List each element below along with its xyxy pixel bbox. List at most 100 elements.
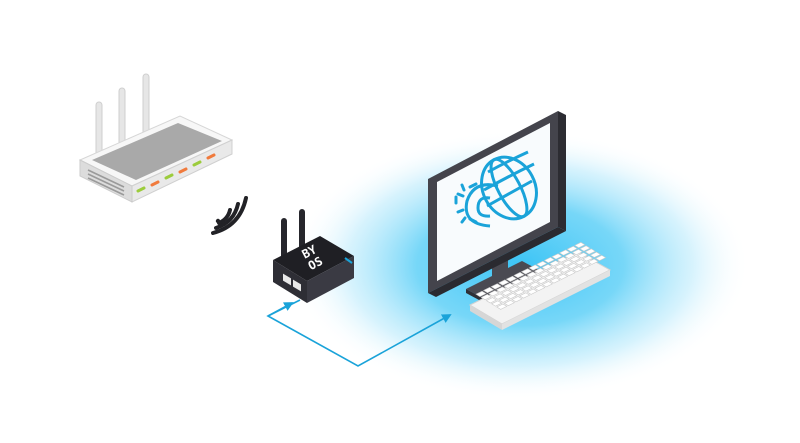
keyboard-key: [564, 269, 576, 276]
keyboard-key: [543, 257, 556, 264]
keyboard-key: [549, 277, 561, 284]
keyboard-key: [498, 279, 510, 286]
keyboard-key: [500, 289, 513, 296]
monitor-bezel-bottom: [428, 227, 566, 297]
keyboard-key: [554, 263, 566, 270]
keyboard-key: [536, 277, 548, 285]
keyboard-side: [502, 270, 610, 330]
keyboard: [468, 242, 612, 330]
keyboard-key: [495, 286, 508, 293]
keyboard-key: [485, 297, 498, 304]
keyboard-key: [574, 259, 586, 266]
keyboard-key: [569, 256, 581, 263]
keyboard-key: [571, 249, 584, 256]
keyboard-key: [523, 278, 536, 285]
keyboard-key: [526, 288, 538, 295]
keyboard-key: [490, 300, 503, 307]
keyboard-key: [594, 254, 607, 261]
keyboard-key: [534, 284, 546, 291]
keyboard-key: [587, 258, 599, 265]
gateway-label-top: BY: [300, 242, 320, 262]
keyboard-key: [561, 259, 574, 266]
keyboard-key: [503, 282, 515, 289]
keyboard-key: [506, 292, 518, 300]
keyboard-key: [521, 285, 533, 292]
keyboard-key: [589, 251, 602, 258]
router-led: [178, 167, 188, 174]
wifi-router: [78, 73, 234, 203]
cable-start-arrow: [267, 302, 294, 317]
router-leds: [136, 153, 216, 193]
keyboard-keys: [475, 242, 607, 310]
gateway-top: [273, 236, 354, 281]
gear-globe-icon: [454, 150, 538, 228]
keyboard-key: [541, 264, 553, 271]
keyboard-key: [582, 255, 594, 262]
wifi-signal-icon: [211, 196, 248, 235]
keyboard-front: [470, 305, 502, 330]
keyboard-key: [528, 264, 540, 271]
router-led: [150, 180, 160, 187]
keyboard-key: [551, 270, 564, 277]
router-led: [206, 153, 216, 160]
byos-gateway-device: BY OS: [273, 209, 354, 303]
keyboard-key: [536, 260, 548, 267]
gateway-side: [307, 256, 354, 303]
keyboard-key: [566, 262, 579, 270]
keyboard-key: [533, 267, 546, 274]
keyboard-key: [526, 271, 538, 278]
router-side: [79, 159, 133, 203]
router-vent-strip: [92, 123, 222, 180]
router-antennas: [95, 73, 150, 159]
monitor-bezel-edge: [558, 111, 566, 231]
keyboard-key: [556, 256, 568, 263]
router-led: [164, 173, 174, 180]
router-led: [192, 160, 202, 167]
gateway-ethernet-port: [293, 279, 301, 292]
keyboard-key: [566, 245, 578, 252]
keyboard-key: [559, 266, 571, 273]
keyboard-key: [548, 260, 561, 267]
keyboard-key: [496, 303, 508, 310]
gateway-accent-edge: [344, 257, 353, 264]
keyboard-key: [551, 253, 563, 260]
keyboard-key: [579, 245, 591, 252]
keyboard-key: [513, 272, 525, 279]
keyboard-key: [579, 262, 592, 269]
keyboard-key: [574, 242, 586, 249]
gateway-antenna: [281, 218, 287, 260]
keyboard-key: [490, 283, 502, 290]
keyboard-key: [498, 296, 510, 303]
keyboard-key: [503, 299, 516, 306]
keyboard-key: [513, 289, 526, 296]
keyboard-key: [572, 266, 584, 273]
keyboard-key: [544, 274, 556, 281]
gateway-ethernet-port: [283, 273, 291, 286]
keyboard-key: [528, 281, 541, 288]
router-side-vents: [87, 169, 125, 196]
keyboard-key: [510, 279, 523, 286]
router-led: [136, 186, 146, 193]
keyboard-key: [558, 249, 571, 256]
keyboard-key: [493, 293, 505, 300]
keyboard-key: [556, 273, 569, 280]
keyboard-key: [531, 274, 543, 281]
keyboard-key: [564, 252, 576, 259]
keyboard-key: [505, 275, 518, 282]
keyboard-key: [482, 287, 495, 294]
keyboard-key: [576, 252, 589, 259]
keyboard-key: [475, 290, 487, 297]
keyboard-key: [584, 248, 596, 255]
gateway-antenna: [299, 209, 305, 251]
keyboard-key: [480, 294, 492, 301]
keyboard-key: [538, 271, 551, 278]
keyboard-key: [518, 292, 531, 299]
keyboard-key: [520, 268, 533, 275]
keyboard-key: [546, 267, 558, 274]
keyboard-key: [541, 281, 554, 288]
keyboard-key: [508, 286, 520, 293]
keyboard-key: [518, 275, 530, 282]
keyboard-key: [488, 290, 500, 297]
gateway-label-bottom: OS: [306, 254, 325, 273]
